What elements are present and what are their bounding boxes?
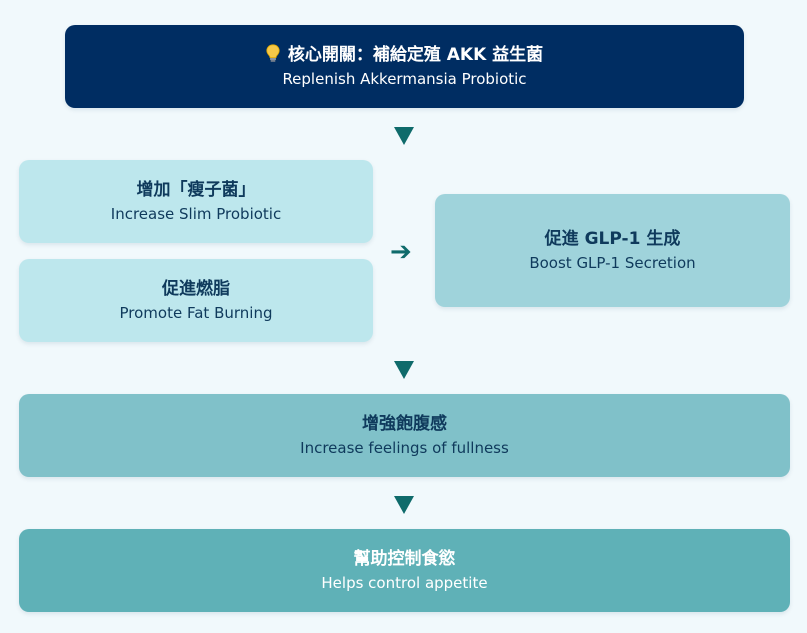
fat-burning-title: 促進燃脂 [162, 278, 230, 299]
core-switch-title-text: 核心開關：補給定殖 AKK 益生菌 [287, 44, 544, 65]
glp1-node: 促進 GLP-1 生成 Boost GLP-1 Secretion [435, 194, 790, 307]
appetite-title: 幫助控制食慾 [353, 548, 456, 569]
arrow-down-icon [394, 127, 414, 145]
appetite-subtitle: Helps control appetite [321, 573, 488, 592]
core-switch-subtitle: Replenish Akkermansia Probiotic [282, 69, 527, 88]
arrow-right-icon: ➔ [390, 237, 412, 267]
glp1-title: 促進 GLP-1 生成 [544, 228, 681, 249]
glp1-subtitle: Boost GLP-1 Secretion [529, 253, 696, 272]
arrow-down-icon [394, 496, 414, 514]
slim-probiotic-subtitle: Increase Slim Probiotic [110, 204, 282, 223]
fat-burning-node: 促進燃脂 Promote Fat Burning [19, 259, 373, 342]
core-switch-node: 核心開關：補給定殖 AKK 益生菌 Replenish Akkermansia … [65, 25, 744, 108]
fullness-subtitle: Increase feelings of fullness [300, 438, 509, 457]
lightbulb-icon [266, 43, 280, 62]
fullness-node: 增強飽腹感 Increase feelings of fullness [19, 394, 790, 477]
fullness-title: 增強飽腹感 [362, 413, 447, 434]
slim-probiotic-node: 增加「瘦子菌」 Increase Slim Probiotic [19, 160, 373, 243]
appetite-node: 幫助控制食慾 Helps control appetite [19, 529, 790, 612]
arrow-down-icon [394, 361, 414, 379]
fat-burning-subtitle: Promote Fat Burning [119, 303, 273, 322]
slim-probiotic-title: 增加「瘦子菌」 [136, 179, 256, 200]
core-switch-title: 核心開關：補給定殖 AKK 益生菌 [266, 43, 544, 67]
